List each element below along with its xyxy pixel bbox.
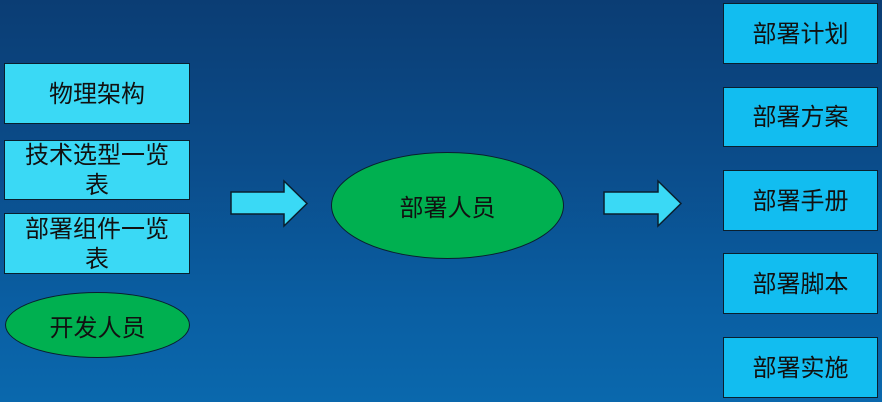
physical-architecture-label: 物理架构	[49, 79, 145, 108]
deploy-scheme-box: 部署方案	[723, 87, 878, 147]
deploy-component-list-box: 部署组件一览 表	[4, 213, 190, 274]
tech-selection-list-box: 技术选型一览 表	[4, 140, 190, 200]
deploy-scheme-label: 部署方案	[752, 103, 849, 131]
deployer-ellipse: 部署人员	[331, 152, 564, 259]
deploy-script-box: 部署脚本	[723, 253, 878, 314]
deploy-plan-label: 部署计划	[752, 19, 849, 48]
developer-ellipse: 开发人员	[5, 292, 190, 358]
developer-label: 开发人员	[49, 313, 146, 342]
deploy-implementation-label: 部署实施	[752, 353, 849, 382]
deploy-plan-box: 部署计划	[723, 3, 878, 64]
deploy-manual-label: 部署手册	[752, 186, 849, 215]
tech-selection-list-label: 技术选型一览 表	[25, 141, 169, 199]
deploy-manual-box: 部署手册	[723, 170, 878, 231]
physical-architecture-box: 物理架构	[4, 63, 190, 124]
right-arrow-icon	[603, 179, 683, 228]
deploy-script-label: 部署脚本	[752, 269, 849, 298]
right-arrow-icon	[230, 179, 309, 228]
deploy-component-list-label: 部署组件一览 表	[25, 214, 169, 273]
deploy-implementation-box: 部署实施	[723, 337, 878, 398]
deployer-label: 部署人员	[399, 194, 496, 222]
